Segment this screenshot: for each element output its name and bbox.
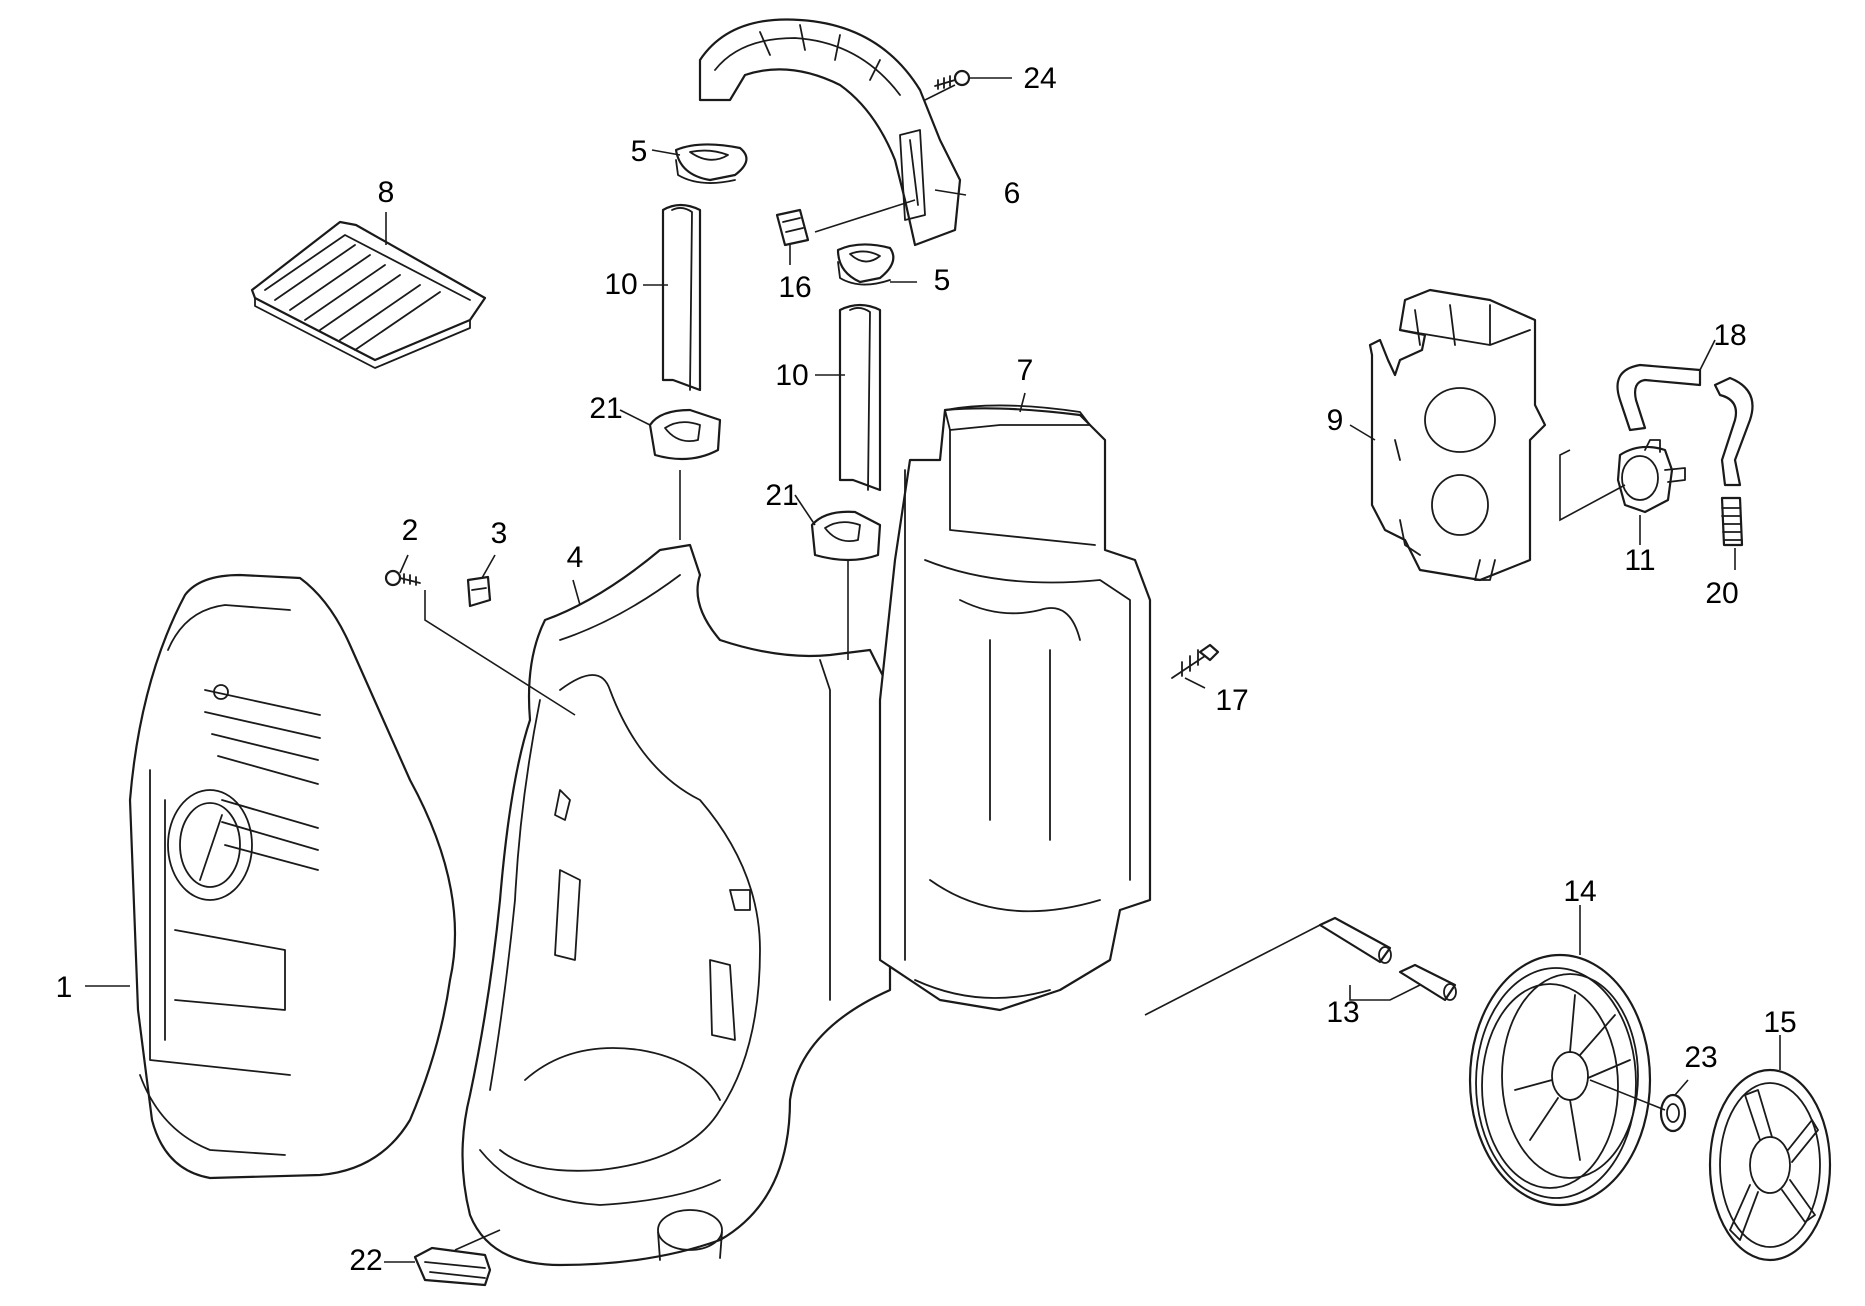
part-20-fitting (1720, 496, 1744, 547)
part-10-tube-lower (838, 303, 882, 492)
leader-3 (481, 554, 496, 579)
part-21-grommet-upper (648, 408, 722, 461)
callout-24: 24 (1023, 62, 1056, 95)
leader-13 (1349, 984, 1421, 1001)
leader-9 (1349, 424, 1376, 441)
leader-9-to-11 (1559, 449, 1626, 522)
part-2-screw (384, 569, 421, 587)
leader-23 (1674, 1079, 1689, 1096)
callout-11: 11 (1624, 544, 1655, 577)
part-5-grommet-lower (836, 243, 895, 286)
leader-6 (934, 189, 967, 196)
callout-4: 4 (567, 541, 584, 574)
part-8-vent-grille (250, 220, 487, 369)
part-17-bolt (1171, 643, 1220, 679)
callout-21-lower: 21 (765, 479, 798, 512)
leader-6-to-16 (814, 199, 916, 233)
callout-5-upper: 5 (631, 135, 648, 168)
callout-20: 20 (1705, 577, 1738, 610)
part-16-plate (775, 208, 810, 247)
part-18-hose (1616, 363, 1754, 487)
leader-13-to-frame (1144, 924, 1321, 1016)
callout-18: 18 (1713, 319, 1746, 352)
callout-10-upper: 10 (604, 268, 637, 301)
callout-labels: 1 2 3 4 5 5 6 7 8 9 10 10 11 13 14 15 16… (56, 62, 1797, 1277)
callout-17: 17 (1215, 684, 1248, 717)
callout-6: 6 (1004, 177, 1021, 210)
part-24-screw (934, 69, 971, 90)
part-15-hub-cap (1708, 1068, 1832, 1262)
callout-15: 15 (1763, 1006, 1796, 1039)
callout-2: 2 (402, 514, 419, 547)
callout-23: 23 (1684, 1041, 1717, 1074)
callout-3: 3 (491, 517, 508, 550)
callout-7: 7 (1017, 354, 1034, 387)
callout-10-lower: 10 (775, 359, 808, 392)
leader-7 (1019, 392, 1026, 413)
leader-lines (85, 77, 1781, 1263)
leader-21a (619, 409, 651, 426)
part-13-axles (1318, 916, 1457, 1002)
leader-24-to-handle (924, 84, 956, 101)
part-11-coupling (1616, 439, 1686, 514)
callout-9: 9 (1327, 404, 1344, 437)
part-23-nut (1659, 1093, 1687, 1133)
part-4-main-housing (461, 543, 892, 1267)
part-9-rear-panel (1368, 288, 1547, 582)
part-6-handle (698, 18, 962, 247)
part-7-rear-frame (878, 404, 1152, 1012)
leader-22-to-housing (454, 1229, 501, 1251)
callout-1: 1 (56, 971, 73, 1004)
part-5-grommet-upper (674, 143, 748, 184)
part-21-grommet-lower (810, 510, 882, 562)
leader-5a (651, 149, 681, 156)
callout-5-lower: 5 (934, 264, 951, 297)
callout-8: 8 (378, 176, 395, 209)
leader-18 (1699, 339, 1716, 371)
part-14-wheel (1468, 953, 1652, 1207)
part-1-front-cover (128, 573, 457, 1180)
leader-23-to-wheel (1589, 1079, 1666, 1111)
leader-17 (1184, 677, 1206, 689)
callout-13: 13 (1326, 996, 1359, 1029)
callout-22: 22 (349, 1244, 382, 1277)
leader-4 (572, 579, 581, 606)
leader-21b (794, 494, 816, 526)
leader-2 (399, 554, 409, 574)
callout-14: 14 (1563, 875, 1596, 908)
part-10-tube-upper (661, 203, 702, 392)
part-3-clip (466, 575, 492, 608)
leader-2-3-to-4 (424, 590, 576, 716)
callout-16: 16 (778, 271, 811, 304)
part-22-foot-pad (413, 1246, 492, 1287)
callout-21-upper: 21 (589, 392, 622, 425)
